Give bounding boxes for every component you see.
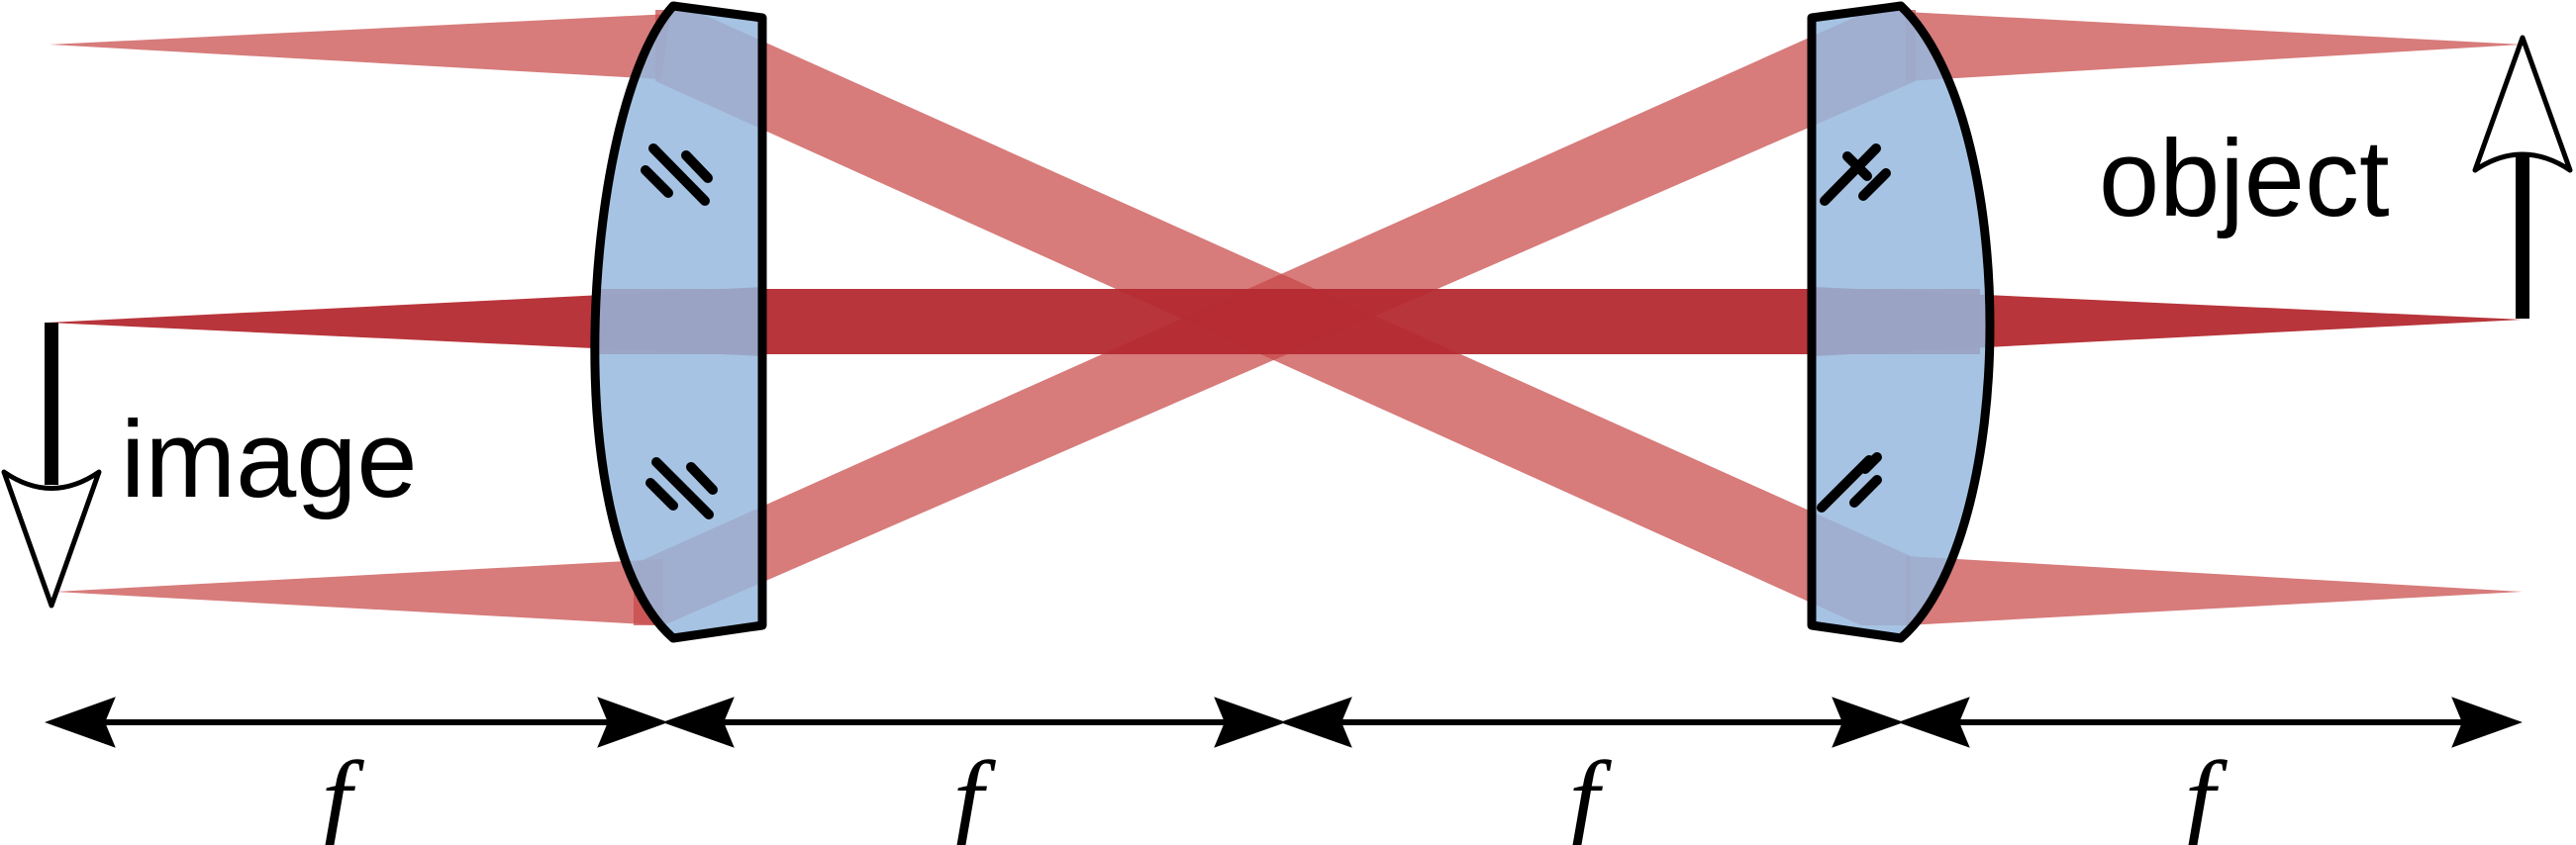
- focal-length-label-1: f: [322, 739, 365, 845]
- distance-arrows: [45, 697, 2523, 748]
- ray-bottom-left-fan: [54, 559, 663, 625]
- lens-marks-icon: [641, 143, 718, 519]
- object-label: object: [2099, 118, 2390, 239]
- image-arrow-icon: [1, 323, 102, 609]
- distance-arrow-2: [661, 697, 1287, 748]
- right-lens: [1807, 1, 1995, 643]
- right-lens-body: [1807, 1, 1995, 643]
- lens-marks-icon: [1817, 143, 1891, 513]
- left-lens-body: [590, 1, 767, 643]
- distance-arrow-1: [45, 697, 668, 748]
- ray-bundles: [48, 10, 2523, 625]
- ray-top-right-fan: [1906, 12, 2523, 81]
- distance-arrow-4: [1897, 697, 2523, 748]
- ray-top-left-fan: [50, 14, 670, 79]
- focal-length-label-4: f: [2185, 739, 2229, 845]
- object-arrow-icon: [2472, 35, 2573, 319]
- left-lens: [590, 1, 767, 643]
- ray-axial-beam: [594, 289, 1980, 354]
- ray-axial-left-fan: [48, 287, 762, 356]
- ray-bottom-right-fan: [1906, 556, 2523, 625]
- focal-length-label-3: f: [1569, 739, 1613, 845]
- image-label: image: [121, 399, 418, 520]
- focal-length-label-2: f: [953, 739, 997, 845]
- distance-arrow-3: [1279, 697, 1905, 748]
